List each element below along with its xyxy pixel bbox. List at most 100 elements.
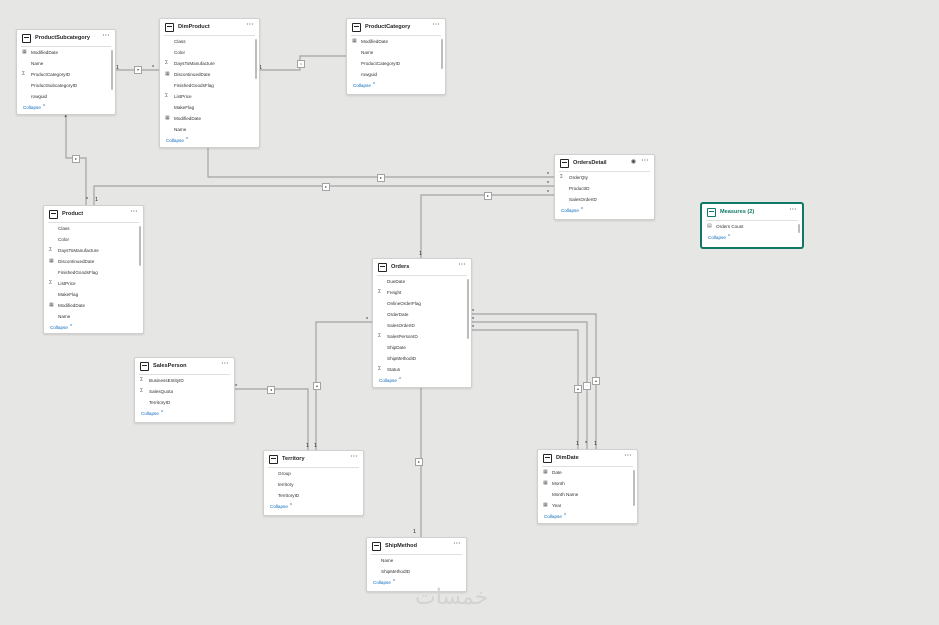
collapse-button[interactable]: Collapse (555, 205, 654, 215)
field-row[interactable]: ▦DiscontinuedDate (44, 256, 143, 267)
rel-product-ordersdetail[interactable] (93, 185, 554, 205)
scrollbar[interactable] (798, 224, 800, 233)
field-row[interactable]: Month Name (538, 489, 637, 500)
rel-dimproduct-ordersdetail[interactable] (207, 146, 554, 178)
field-row[interactable]: territory (264, 479, 363, 490)
more-options-icon[interactable]: ··· (624, 453, 632, 459)
field-row[interactable]: FinishedGoodsFlag (160, 80, 259, 91)
collapse-button[interactable]: Collapse (367, 577, 466, 587)
field-row[interactable]: TerritoryID (264, 490, 363, 501)
rel-salesperson-orders[interactable] (233, 388, 309, 452)
field-row[interactable]: MakeFlag (44, 289, 143, 300)
field-row[interactable]: ▦Month (538, 478, 637, 489)
field-row[interactable]: Name (160, 124, 259, 135)
scrollbar[interactable] (467, 279, 469, 339)
eye-icon[interactable]: ◉ (630, 159, 636, 165)
more-options-icon[interactable]: ··· (432, 22, 440, 28)
field-row[interactable]: ▦ModifiedDate (44, 300, 143, 311)
field-row[interactable]: ▦ModifiedDate (347, 36, 445, 47)
field-row[interactable]: ▦ModifiedDate (17, 47, 115, 58)
field-row[interactable]: DueDate (373, 276, 471, 287)
field-row[interactable]: ▦Year (538, 500, 637, 511)
field-row[interactable]: MakeFlag (160, 102, 259, 113)
field-row[interactable]: SalesOrderID (373, 320, 471, 331)
scrollbar[interactable] (111, 50, 113, 90)
field-row[interactable]: Name (347, 47, 445, 58)
more-options-icon[interactable]: ··· (641, 158, 649, 164)
field-row[interactable]: ▦DiscontinuedDate (160, 69, 259, 80)
field-row[interactable]: ShipDate (373, 342, 471, 353)
field-row[interactable]: Name (17, 58, 115, 69)
field-row[interactable]: ProductID (555, 183, 654, 194)
field-row[interactable]: ShipMethodID (373, 353, 471, 364)
field-row[interactable]: Color (160, 47, 259, 58)
table-card-measures[interactable]: Measures (2)··· ▤Orders Count Collapse (701, 203, 803, 248)
more-options-icon[interactable]: ··· (458, 262, 466, 268)
field-row[interactable]: Name (367, 555, 466, 566)
scrollbar[interactable] (139, 226, 141, 266)
more-options-icon[interactable]: ··· (453, 541, 461, 547)
rel-dimdate-orders-3[interactable] (470, 329, 579, 449)
rel-dimdate-orders-1[interactable] (470, 313, 597, 449)
collapse-button[interactable]: Collapse (538, 511, 637, 521)
field-row[interactable]: Class (44, 223, 143, 234)
field-row[interactable]: OrderDate (373, 309, 471, 320)
field-row[interactable]: Group (264, 468, 363, 479)
collapse-button[interactable]: Collapse (264, 501, 363, 511)
more-options-icon[interactable]: ··· (130, 209, 138, 215)
field-row[interactable]: ▦ModifiedDate (160, 113, 259, 124)
collapse-button[interactable]: Collapse (160, 135, 259, 145)
collapse-button[interactable]: Collapse (135, 408, 234, 418)
more-options-icon[interactable]: ··· (221, 361, 229, 367)
field-row[interactable]: OnlineOrderFlag (373, 298, 471, 309)
rel-territory-orders[interactable] (315, 321, 372, 452)
collapse-button[interactable]: Collapse (702, 232, 802, 242)
field-row[interactable]: ProductSubcategoryID (17, 80, 115, 91)
field-row[interactable]: Color (44, 234, 143, 245)
collapse-button[interactable]: Collapse (347, 80, 445, 90)
field-row[interactable]: Name (44, 311, 143, 322)
more-options-icon[interactable]: ··· (789, 207, 797, 213)
collapse-button[interactable]: Collapse (373, 375, 471, 385)
collapse-button[interactable]: Collapse (44, 322, 143, 332)
field-row[interactable]: rowguid (17, 91, 115, 102)
field-row[interactable]: SalesOrderID (555, 194, 654, 205)
field-row[interactable]: ShipMethodID (367, 566, 466, 577)
collapse-button[interactable]: Collapse (17, 102, 115, 112)
field-row[interactable]: Class (160, 36, 259, 47)
scrollbar[interactable] (441, 39, 443, 69)
field-row[interactable]: ▤Orders Count (702, 221, 802, 232)
rel-dimdate-orders-2[interactable] (470, 321, 588, 449)
more-options-icon[interactable]: ··· (246, 22, 254, 28)
rel-orders-ordersdetail[interactable] (420, 194, 554, 258)
field-row[interactable]: ▦Date (538, 467, 637, 478)
more-options-icon[interactable]: ··· (350, 454, 358, 460)
more-options-icon[interactable]: ··· (102, 33, 110, 39)
scrollbar[interactable] (255, 39, 257, 79)
field-row[interactable]: rowguid (347, 69, 445, 80)
field-row[interactable]: TerritoryID (135, 397, 234, 408)
field-row[interactable]: ProductCategoryID (347, 58, 445, 69)
